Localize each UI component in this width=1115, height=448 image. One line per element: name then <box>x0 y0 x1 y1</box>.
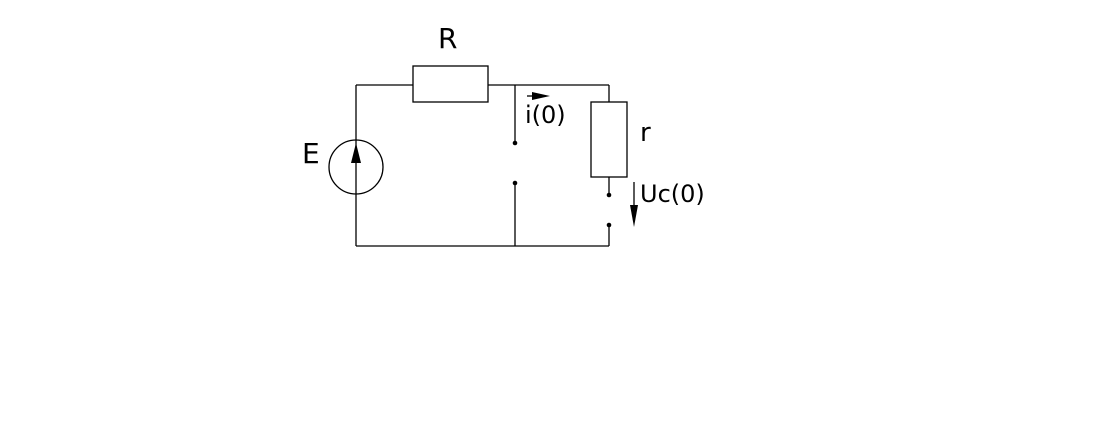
label-r: r <box>640 118 651 148</box>
label-R: R <box>438 22 457 55</box>
resistor-r <box>590 101 628 178</box>
resistor-R <box>412 65 489 103</box>
middle-contact-top <box>512 140 518 146</box>
voltage-arrow-head <box>630 205 638 227</box>
label-voltage: Uc(0) <box>640 180 705 208</box>
label-E: E <box>302 137 320 170</box>
label-current: i(0) <box>525 101 566 129</box>
source-arrow-up <box>351 143 361 163</box>
right-terminal-top <box>606 192 612 198</box>
current-arrow-head <box>532 92 550 100</box>
